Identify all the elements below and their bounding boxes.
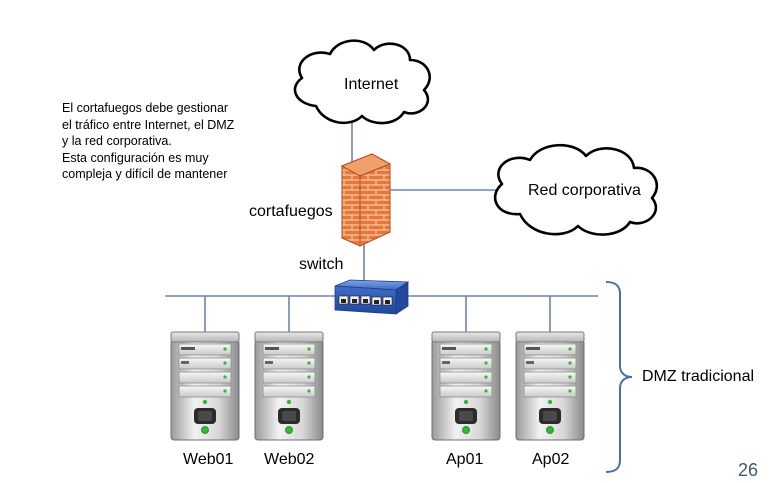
switch-label: switch: [299, 256, 344, 273]
server-label-web02: Web02: [264, 451, 315, 468]
dmz-label: DMZ tradicional: [642, 368, 755, 385]
cloud-icon: [293, 39, 431, 125]
firewall-icon: [340, 153, 392, 247]
page-number: 26: [738, 460, 759, 480]
firewall-label: cortafuegos: [249, 203, 333, 220]
server-icon: [170, 331, 240, 441]
dmz-brace: [605, 281, 633, 473]
server-label-web01: Web01: [183, 451, 234, 468]
server-label-ap01: Ap01: [446, 451, 484, 468]
server-icon: [431, 331, 501, 441]
cloud-label-internet: Internet: [344, 76, 399, 93]
cloud-icon: [493, 143, 659, 236]
diagram-note: El cortafuegos debe gestionar el tráfico…: [62, 101, 235, 181]
server-label-ap02: Ap02: [532, 451, 570, 468]
server-icon: [254, 331, 324, 441]
server-icon: [515, 331, 585, 441]
network-switch-icon: [334, 279, 410, 315]
cloud-label-corporate: Red corporativa: [528, 182, 641, 199]
